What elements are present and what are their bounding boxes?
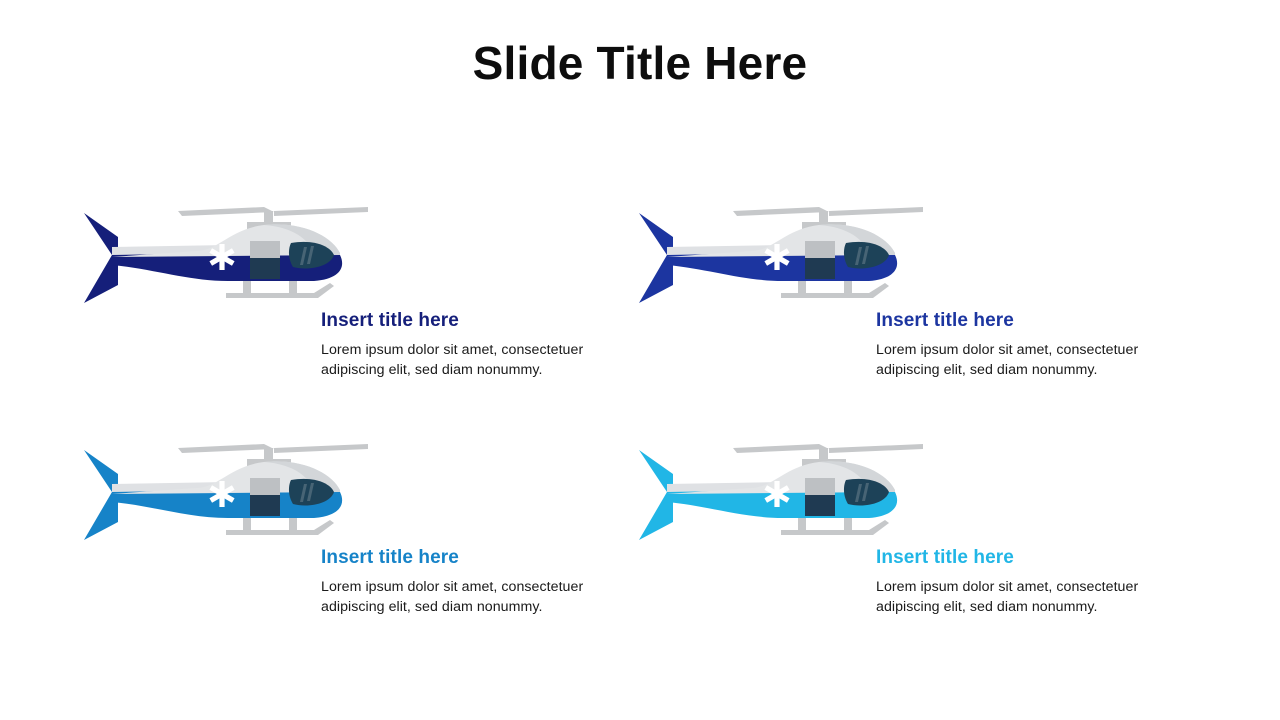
- item-title: Insert title here: [876, 547, 1014, 568]
- item-title: Insert title here: [321, 547, 459, 568]
- body-marking: [209, 481, 235, 507]
- text-block: Insert title here Lorem ipsum dolor sit …: [321, 310, 631, 380]
- content-item-top-right: Insert title here Lorem ipsum dolor sit …: [633, 185, 1193, 425]
- helicopter-icon: [78, 185, 378, 315]
- item-body: Lorem ipsum dolor sit amet, consectetuer…: [876, 578, 1139, 615]
- cockpit-glass: [288, 478, 334, 506]
- body-marking: [764, 244, 790, 270]
- landing-skids: [781, 273, 889, 298]
- helicopter-icon: [78, 422, 378, 552]
- cabin-windows: [250, 241, 280, 279]
- helicopter-graphic: [84, 444, 368, 540]
- item-body: Lorem ipsum dolor sit amet, consectetuer…: [876, 341, 1139, 378]
- body-marking: [209, 244, 235, 270]
- cockpit-glass: [843, 241, 889, 269]
- item-title: Insert title here: [876, 310, 1014, 331]
- cabin-windows: [805, 241, 835, 279]
- content-item-bottom-left: Insert title here Lorem ipsum dolor sit …: [78, 422, 638, 662]
- cabin-windows: [250, 478, 280, 516]
- item-body: Lorem ipsum dolor sit amet, consectetuer…: [321, 578, 584, 615]
- helicopter-icon: [633, 185, 933, 315]
- text-block: Insert title here Lorem ipsum dolor sit …: [876, 547, 1186, 617]
- landing-skids: [226, 273, 334, 298]
- helicopter-icon: [633, 422, 933, 552]
- helicopter-graphic: [639, 444, 923, 540]
- text-block: Insert title here Lorem ipsum dolor sit …: [876, 310, 1186, 380]
- item-body: Lorem ipsum dolor sit amet, consectetuer…: [321, 341, 584, 378]
- text-block: Insert title here Lorem ipsum dolor sit …: [321, 547, 631, 617]
- landing-skids: [226, 510, 334, 535]
- cockpit-glass: [843, 478, 889, 506]
- item-title: Insert title here: [321, 310, 459, 331]
- content-item-bottom-right: Insert title here Lorem ipsum dolor sit …: [633, 422, 1193, 662]
- helicopter-graphic: [84, 207, 368, 303]
- body-marking: [764, 481, 790, 507]
- content-item-top-left: Insert title here Lorem ipsum dolor sit …: [78, 185, 638, 425]
- cockpit-glass: [288, 241, 334, 269]
- page-title: Slide Title Here: [472, 37, 808, 89]
- cabin-windows: [805, 478, 835, 516]
- helicopter-graphic: [639, 207, 923, 303]
- landing-skids: [781, 510, 889, 535]
